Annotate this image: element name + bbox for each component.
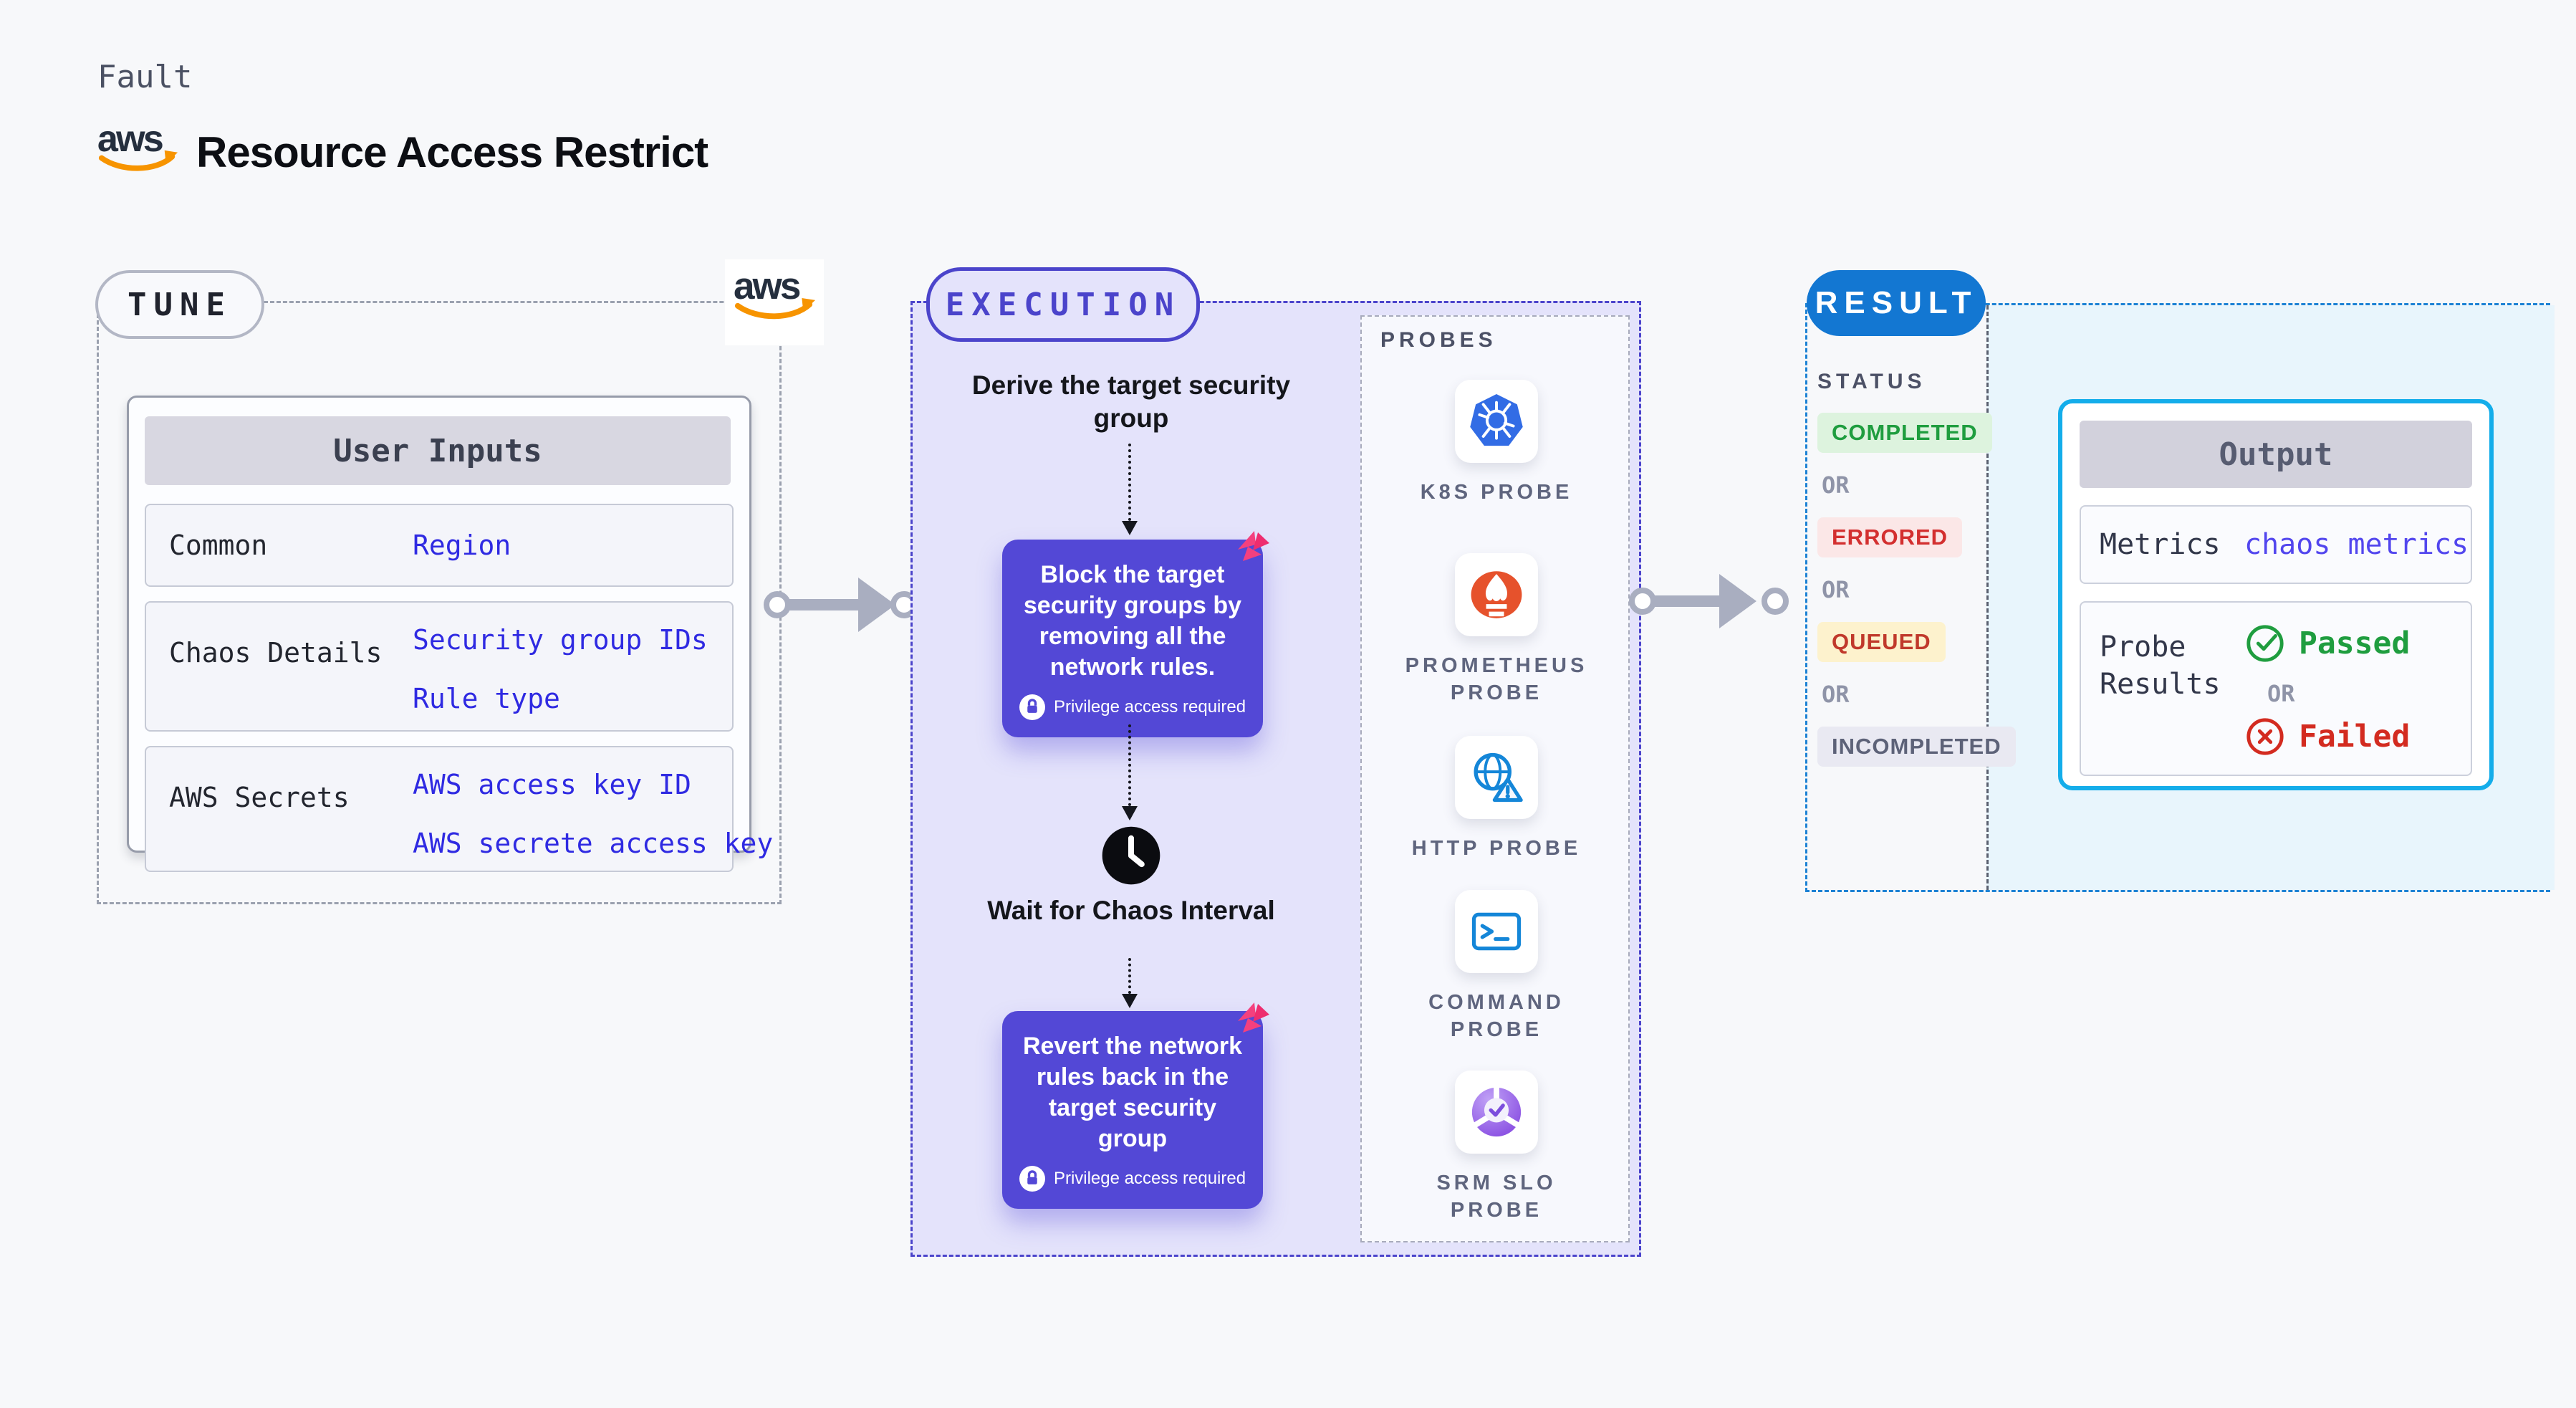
metrics-value: chaos metrics — [2244, 528, 2469, 561]
connector-ring — [1762, 588, 1789, 615]
srm-slo-icon — [1471, 1086, 1522, 1137]
execution-section-badge: EXECUTION — [926, 267, 1200, 342]
probes-panel: PROBES K8S PROBE — [1360, 315, 1630, 1242]
probe-card — [1455, 1071, 1538, 1154]
probe-card — [1455, 890, 1538, 973]
result-section-badge: RESULT — [1807, 270, 1986, 336]
input-row-aws-secrets: AWS Secrets AWS access key ID AWS secret… — [145, 746, 773, 872]
privilege-note: Privilege access required — [1019, 694, 1246, 720]
wait-step-label: Wait for Chaos Interval — [987, 896, 1275, 925]
or-separator: OR — [2267, 680, 2295, 707]
http-globe-icon — [1474, 752, 1523, 803]
probe-item-k8s: K8S PROBE — [1362, 380, 1631, 506]
probe-verdict-failed: Failed — [2244, 716, 2410, 757]
output-probe-results-row: Probe Results Passed OR Failed — [2080, 601, 2472, 776]
svg-text:aws: aws — [97, 118, 163, 160]
or-separator: OR — [1822, 576, 1850, 603]
privilege-note: Privilege access required — [1019, 1166, 1246, 1192]
probe-item-command: COMMAND PROBE — [1362, 890, 1631, 1043]
failed-label: Failed — [2299, 719, 2411, 755]
flow-arrow-down-icon — [1122, 958, 1138, 1008]
action-box-text: Block the target security groups by remo… — [1023, 561, 1242, 681]
status-badge-incompleted: INCOMPLETED — [1817, 727, 2016, 767]
prometheus-icon — [1471, 571, 1522, 618]
input-row-label: Chaos Details — [169, 637, 383, 669]
status-badge-queued: QUEUED — [1817, 622, 1946, 662]
clock-icon — [1102, 826, 1160, 885]
aws-logo-icon: aws — [734, 265, 816, 320]
or-separator: OR — [1822, 681, 1850, 708]
aws-logo-icon: aws — [97, 118, 178, 171]
probe-label: SRM SLO PROBE — [1436, 1172, 1557, 1222]
chaos-pinwheel-icon — [1238, 531, 1269, 561]
probe-item-prometheus: PROMETHEUS PROBE — [1362, 553, 1631, 707]
probe-label: K8S PROBE — [1420, 481, 1573, 504]
input-row-label: Common — [169, 530, 268, 561]
privilege-note-text: Privilege access required — [1053, 1169, 1246, 1188]
flow-arrow-down-icon — [1122, 444, 1138, 535]
input-value: Rule type — [413, 683, 560, 714]
flow-arrow-down-icon — [1122, 724, 1138, 820]
page-title: Resource Access Restrict — [196, 128, 708, 176]
execution-section: Derive the target security group Block t… — [910, 301, 1641, 1257]
connector-arrowhead — [1719, 574, 1756, 628]
action-box-text: Revert the network rules back in the tar… — [1022, 1033, 1243, 1152]
passed-label: Passed — [2299, 626, 2411, 661]
connector-line — [1650, 595, 1726, 607]
check-circle-icon — [2246, 625, 2284, 662]
svg-text:aws: aws — [734, 265, 800, 307]
connector-line — [785, 599, 865, 610]
probes-panel-title: PROBES — [1380, 328, 1497, 352]
lock-icon — [1019, 1166, 1045, 1192]
output-card-title: Output — [2080, 421, 2472, 488]
input-value: Region — [413, 530, 511, 561]
probe-item-srm-slo: SRM SLO PROBE — [1362, 1071, 1631, 1224]
output-metrics-row: Metrics chaos metrics — [2080, 505, 2472, 584]
status-column: STATUS COMPLETED OR ERRORED OR QUEUED OR… — [1817, 370, 2016, 767]
user-inputs-title: User Inputs — [145, 416, 731, 485]
probe-label: HTTP PROBE — [1411, 837, 1582, 860]
lock-icon — [1019, 694, 1045, 720]
chaos-pinwheel-icon — [1238, 1002, 1269, 1033]
probe-label: PROMETHEUS PROBE — [1405, 654, 1588, 704]
kubernetes-icon — [1470, 393, 1523, 446]
derive-step-label: Derive the target security group — [971, 370, 1291, 433]
terminal-icon — [1471, 912, 1522, 951]
probe-item-http: HTTP PROBE — [1362, 736, 1631, 862]
status-badge-errored: ERRORED — [1817, 517, 1963, 557]
output-card: Output Metrics chaos metrics Probe Resul… — [2058, 399, 2494, 790]
probe-verdict-passed: Passed — [2244, 623, 2410, 664]
fault-eyebrow: Fault — [97, 59, 193, 95]
result-section: STATUS COMPLETED OR ERRORED OR QUEUED OR… — [1805, 303, 2555, 892]
block-rules-action-box: Block the target security groups by remo… — [1002, 540, 1263, 737]
connector-arrowhead — [858, 578, 895, 632]
privilege-note-text: Privilege access required — [1053, 697, 1246, 717]
status-column-title: STATUS — [1817, 370, 1926, 393]
probe-label: COMMAND PROBE — [1428, 991, 1565, 1041]
x-circle-icon — [2246, 718, 2284, 755]
tune-section-badge: TUNE — [95, 270, 264, 339]
probe-results-label: Probe Results — [2100, 631, 2221, 701]
input-row-chaos-details: Chaos Details Security group IDs Rule ty… — [145, 601, 734, 732]
revert-rules-action-box: Revert the network rules back in the tar… — [1002, 1011, 1263, 1209]
or-separator: OR — [1822, 471, 1850, 499]
input-value: AWS secrete access key — [413, 828, 774, 859]
probe-card — [1455, 380, 1538, 463]
input-value: Security group IDs — [413, 624, 708, 656]
input-value: AWS access key ID — [413, 769, 691, 800]
input-row-label: AWS Secrets — [169, 782, 350, 813]
input-row-common: Common Region — [145, 504, 734, 587]
status-badge-completed: COMPLETED — [1817, 413, 1992, 453]
user-inputs-card: User Inputs Common Region Chaos Details … — [127, 396, 773, 872]
probe-card — [1455, 553, 1538, 636]
probe-card — [1455, 736, 1538, 819]
metrics-label: Metrics — [2100, 528, 2221, 561]
